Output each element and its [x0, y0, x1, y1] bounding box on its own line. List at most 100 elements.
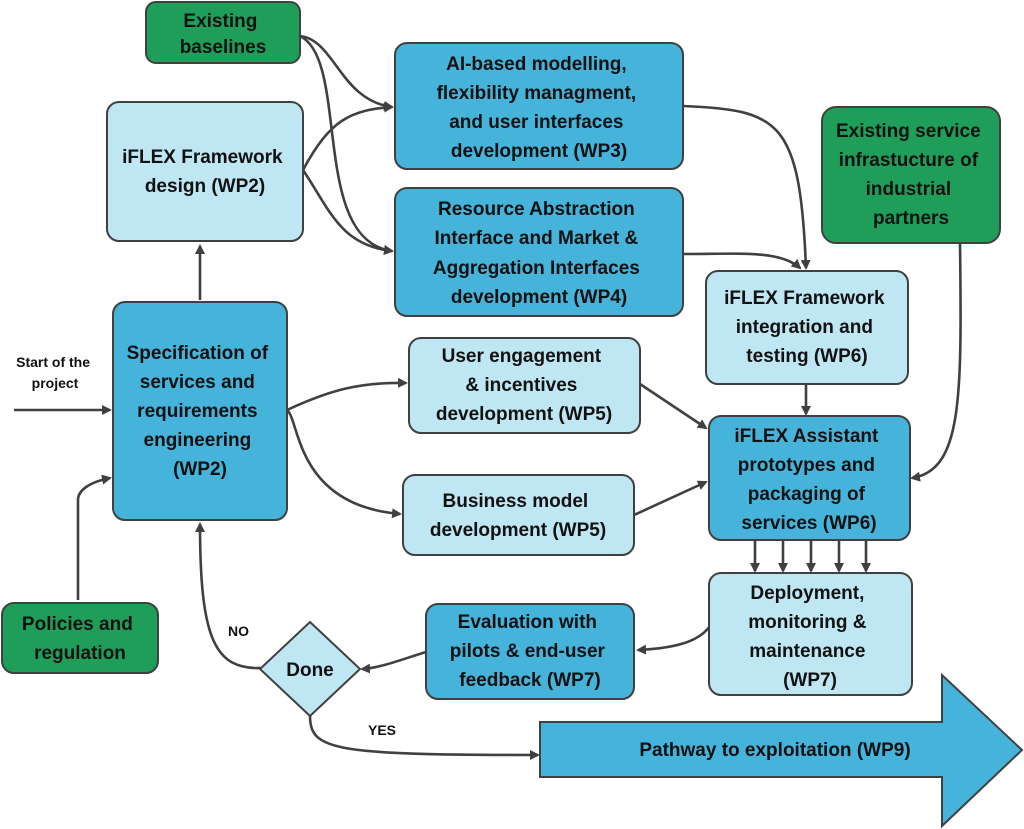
no-label: NO — [228, 623, 249, 639]
start-label-line-1: Start of the — [16, 354, 90, 370]
existing-service-line-2: infrastucture of — [839, 150, 979, 171]
node-business-model: Business model development (WP5) — [402, 474, 635, 556]
pathway-arrow-shape — [539, 672, 1024, 829]
node-existing-baselines-box — [145, 1, 301, 64]
edge-framework-design-to-resource-abstraction — [301, 169, 394, 256]
evaluation-line-3: feedback (WP7) — [459, 670, 600, 691]
edge-evaluation-to-done — [360, 650, 427, 674]
edge-resource-abstraction-to-integration — [682, 252, 802, 270]
node-policies: Policies and regulation — [1, 602, 159, 674]
deployment-line-3: maintenance — [749, 641, 865, 662]
integration-line-1: iFLEX Framework — [724, 288, 885, 309]
svg-text:AI-based modelling, flex: AI-based modelling, flexibility managmen… — [437, 54, 642, 162]
node-evaluation: Evaluation with pilots & end-user feedba… — [425, 603, 635, 700]
specification-line-3: requirements — [137, 401, 257, 422]
node-assistant-box — [708, 415, 911, 541]
edges — [14, 34, 962, 760]
node-user-engagement: User engagement & incentives development… — [408, 337, 641, 434]
evaluation-line-1: Evaluation with — [458, 612, 597, 633]
svg-text:iFLEX Framework integrat: iFLEX Framework integration and testing … — [724, 288, 890, 367]
resource-abstraction-line-3: Aggregation Interfaces — [433, 258, 640, 279]
node-framework-design-box — [106, 101, 304, 242]
specification-line-1: Specification of — [127, 343, 269, 364]
framework-design-line-2: design (WP2) — [145, 176, 265, 197]
node-integration-box — [705, 270, 909, 385]
policies-line-1: Policies and — [22, 614, 133, 635]
existing-service-line-1: Existing service — [836, 121, 981, 142]
done-label: Done — [286, 660, 334, 681]
edge-baselines-to-ai-modelling — [299, 34, 394, 111]
node-existing-baselines: Existing baselines — [145, 1, 301, 64]
start-label: Start of the project — [16, 354, 94, 391]
business-model-line-1: Business model — [443, 491, 589, 512]
deployment-line-2: monitoring & — [748, 612, 866, 633]
edge-deployment-to-evaluation — [636, 625, 712, 655]
node-integration: iFLEX Framework integration and testing … — [705, 270, 909, 385]
specification-line-4: engineering — [144, 430, 252, 451]
assistant-line-1: iFLEX Assistant — [734, 426, 879, 447]
svg-text:Existing service infrast: Existing service infrastucture of indust… — [836, 121, 986, 229]
edge-ai-modelling-to-integration — [682, 104, 811, 270]
resource-abstraction-line-4: development (WP4) — [451, 287, 627, 308]
svg-text:Deployment, monitoring &: Deployment, monitoring & maintenance (WP… — [748, 583, 871, 691]
node-deployment-box — [708, 572, 913, 696]
node-ai-modelling-box — [394, 42, 684, 170]
existing-service-line-3: industrial — [866, 179, 952, 200]
edge-framework-design-to-ai-modelling — [301, 102, 394, 171]
node-specification-box — [112, 301, 288, 521]
svg-text:Policies and regulation: Policies and regulation — [22, 614, 138, 664]
edge-baselines-to-resource-abstraction — [299, 34, 394, 255]
edge-specification-to-user-engagement — [286, 377, 408, 412]
edge-done-to-pathway — [308, 714, 540, 760]
ai-modelling-line-1: AI-based modelling, — [446, 54, 627, 75]
edge-user-engagement-to-assistant — [639, 382, 708, 430]
resource-abstraction-line-1: Resource Abstraction — [438, 199, 635, 220]
start-label-line-2: project — [32, 375, 79, 391]
svg-text:Business model developme: Business model development (WP5) — [430, 491, 606, 541]
ai-modelling-line-3: and user interfaces — [449, 112, 623, 133]
deployment-line-4: (WP7) — [783, 670, 837, 691]
edge-done-to-specification — [195, 522, 263, 670]
yes-label: YES — [368, 722, 396, 738]
integration-line-2: integration and — [736, 317, 873, 338]
user-engagement-line-2: & incentives — [465, 375, 577, 396]
existing-baselines-line-2: baselines — [180, 37, 267, 58]
node-done: Done — [258, 620, 362, 718]
specification-line-2: services and — [140, 372, 255, 393]
framework-design-line-1: iFLEX Framework — [122, 147, 283, 168]
ai-modelling-line-4: development (WP3) — [451, 141, 627, 162]
node-user-engagement-box — [408, 337, 641, 434]
evaluation-line-2: pilots & end-user — [450, 641, 606, 662]
specification-line-5: (WP2) — [173, 459, 227, 480]
node-evaluation-box — [425, 603, 635, 700]
node-ai-modelling: AI-based modelling, flexibility managmen… — [394, 42, 684, 170]
node-specification: Specification of services and requiremen… — [112, 301, 288, 521]
resource-abstraction-line-2: Interface and Market & — [434, 228, 638, 249]
assistant-line-3: packaging of — [748, 484, 866, 505]
pathway-label: Pathway to exploitation (WP9) — [639, 740, 910, 761]
node-business-model-box — [402, 474, 635, 556]
node-resource-abstraction: Resource Abstraction Interface and Marke… — [394, 187, 684, 317]
policies-line-2: regulation — [34, 643, 126, 664]
assistant-line-4: services (WP6) — [741, 513, 876, 534]
ai-modelling-line-2: flexibility managment, — [437, 83, 637, 104]
svg-text:Existing baselines: Existing baselines — [180, 11, 267, 58]
svg-text:iFLEX Assistant prototyp: iFLEX Assistant prototypes and packaging… — [734, 426, 883, 534]
existing-baselines-line-1: Existing — [183, 11, 257, 32]
node-pathway: Pathway to exploitation (WP9) — [539, 672, 1024, 829]
user-engagement-line-1: User engagement — [442, 346, 602, 367]
svg-text:Evaluation with pilots &: Evaluation with pilots & end-user feedba… — [450, 612, 610, 691]
business-model-line-2: development (WP5) — [430, 520, 606, 541]
existing-service-line-4: partners — [873, 208, 949, 229]
edge-policies-to-specification — [76, 474, 112, 600]
node-framework-design: iFLEX Framework design (WP2) — [106, 101, 304, 242]
svg-text:Resource Abstraction Int: Resource Abstraction Interface and Marke… — [433, 199, 645, 308]
done-diamond — [258, 620, 362, 718]
node-assistant: iFLEX Assistant prototypes and packaging… — [708, 415, 911, 541]
edge-existing-service-to-assistant — [910, 242, 962, 482]
svg-text:iFLEX Framework design (: iFLEX Framework design (WP2) — [122, 147, 288, 197]
edge-specification-to-business-model — [286, 408, 402, 519]
node-deployment: Deployment, monitoring & maintenance (WP… — [708, 572, 913, 696]
node-existing-service-box — [821, 106, 1001, 244]
